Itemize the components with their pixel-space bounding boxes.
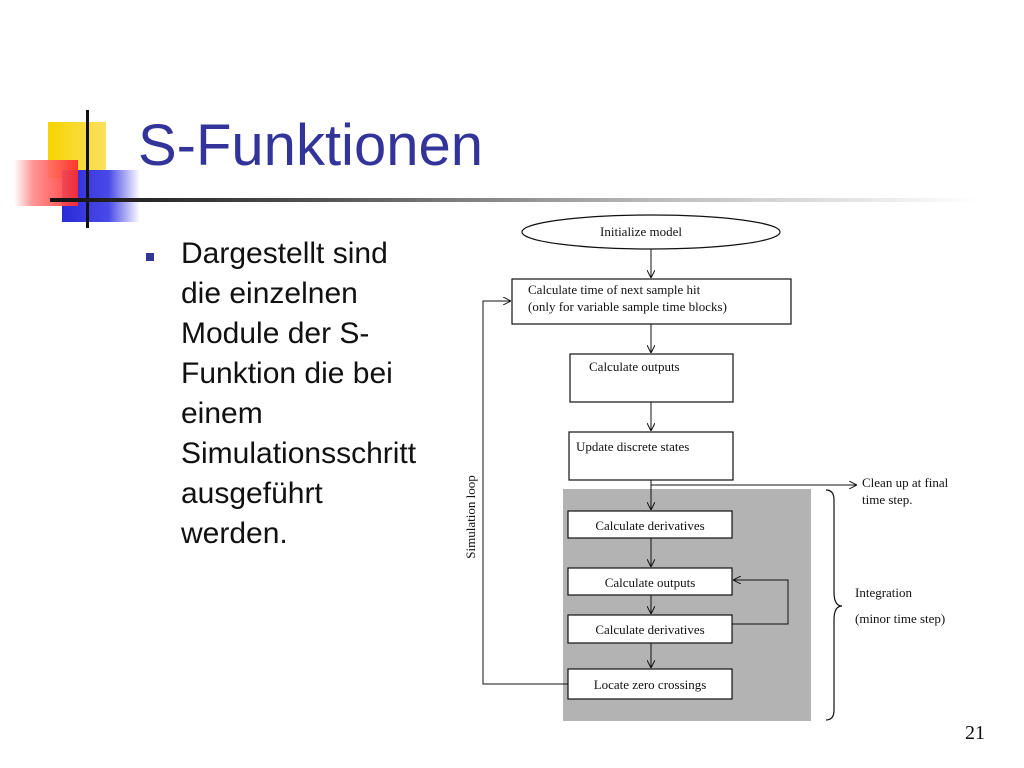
bullet-line: Dargestellt sind: [181, 237, 388, 270]
integration-label-2: (minor time step): [855, 611, 945, 626]
integration-brace: [825, 489, 843, 721]
cleanup-label-2: time step.: [862, 492, 913, 507]
calculate-derivatives-node: [567, 510, 733, 539]
bullet-text: Dargestellt sind die einzelnen Module de…: [181, 234, 471, 554]
calculate-outputs-node: [569, 353, 734, 403]
title-underline: [50, 198, 980, 202]
update-discrete-states-node: [568, 431, 734, 481]
slide-title: S-Funktionen: [138, 113, 483, 178]
logo-vertical-line: [86, 110, 89, 228]
initialize-label: Initialize model: [600, 224, 682, 239]
calculate-derivatives-minor-node: [567, 614, 733, 644]
minor-loop-arrow: [732, 580, 789, 625]
bullet-line: ausgeführt: [181, 477, 323, 510]
locate-zero-crossings-label: Locate zero crossings: [594, 677, 707, 692]
bullet-square-icon: [146, 253, 154, 261]
cleanup-label-1: Clean up at final: [862, 475, 949, 490]
page-number: 21: [965, 722, 985, 744]
bullet-line: einem: [181, 397, 263, 430]
bullet-line: werden.: [181, 517, 288, 550]
update-discrete-states-label: Update discrete states: [576, 439, 689, 454]
simulation-loop-arrow: [482, 301, 568, 685]
bullet-line: die einzelnen: [181, 277, 358, 310]
locate-zero-crossings-node: [567, 668, 733, 700]
integration-label-1: Integration: [855, 585, 913, 600]
next-sample-hit-label-2: (only for variable sample time blocks): [528, 299, 727, 314]
calculate-outputs-minor-node: [567, 567, 733, 596]
bullet-line: Funktion die bei: [181, 357, 393, 390]
calculate-outputs-minor-label: Calculate outputs: [605, 575, 696, 590]
bullet-line: Simulationsschritt: [181, 437, 417, 470]
simulation-loop-label: Simulation loop: [463, 475, 478, 558]
calculate-derivatives-minor-label: Calculate derivatives: [595, 622, 704, 637]
calculate-derivatives-label: Calculate derivatives: [595, 518, 704, 533]
calculate-outputs-label: Calculate outputs: [589, 359, 680, 374]
next-sample-hit-label-1: Calculate time of next sample hit: [528, 282, 701, 297]
bullet-line: Module der S-: [181, 317, 370, 350]
next-sample-hit-node: [511, 278, 792, 325]
